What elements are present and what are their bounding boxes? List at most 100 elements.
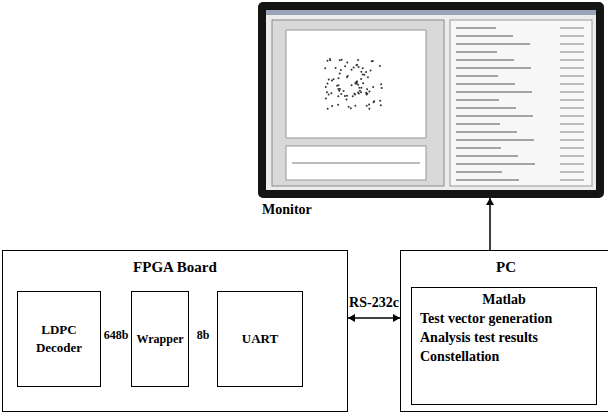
constellation-dot (325, 86, 327, 88)
list-rows (456, 28, 584, 180)
board-box: FPGA BoardLDPC DecoderWrapperUART (2, 250, 348, 412)
constellation-dot (368, 104, 370, 106)
decoder-box: LDPC Decoder (17, 291, 101, 387)
list-row (456, 51, 497, 53)
constellation-dot (324, 67, 326, 69)
constellation-dot (337, 104, 339, 106)
constellation-dot (353, 93, 355, 95)
list-row (456, 67, 531, 69)
constellation-dot (339, 73, 341, 75)
constellation-dot (380, 83, 382, 85)
constellation-dot (372, 86, 374, 88)
constellation-dot (326, 91, 328, 93)
constellation-dot (339, 59, 341, 61)
list-row (456, 27, 496, 29)
arrow-head (348, 314, 355, 322)
constellation-dot (344, 65, 346, 67)
list-row (456, 83, 515, 85)
constellation-dot (336, 85, 338, 87)
constellation-dot (362, 67, 364, 69)
list-row (456, 115, 533, 117)
screen-ground (264, 8, 598, 192)
list-value (560, 155, 584, 157)
constellation-dot (326, 60, 328, 62)
list-row (456, 179, 519, 181)
list-panel (450, 20, 592, 186)
box-item: Test vector generation (420, 309, 588, 328)
uart-box: UART (217, 291, 303, 387)
constellation-dot (337, 95, 339, 97)
constellation-dot (340, 69, 342, 71)
arrow-head (393, 314, 400, 322)
list-value (560, 107, 584, 109)
list-value (560, 67, 584, 69)
list-row (456, 59, 514, 61)
list-row (456, 107, 516, 109)
constellation-dot (357, 84, 359, 86)
box-heading: Wrapper (136, 331, 183, 348)
list-value (560, 35, 584, 37)
constellation-dot (331, 105, 333, 107)
constellation-dot (335, 67, 337, 69)
constellation-dot (330, 92, 332, 94)
constellation-dot (338, 90, 340, 92)
constellation-dot (360, 78, 362, 80)
constellation-dot (355, 64, 357, 66)
box-heading: PC (401, 257, 608, 277)
list-row (456, 163, 535, 165)
constellation-dot (346, 61, 348, 63)
list-value (560, 163, 584, 165)
connector (489, 198, 491, 250)
connector (348, 317, 400, 319)
list-value (560, 131, 584, 133)
constellation-dot (352, 95, 354, 97)
constellation-dot (341, 59, 343, 61)
constellation-dot (357, 59, 359, 61)
list-value (560, 99, 584, 101)
list-value (560, 139, 584, 141)
box-heading: Matlab (420, 290, 588, 309)
box-heading: LDPC Decoder (21, 321, 97, 357)
constellation-dot (360, 91, 362, 93)
constellation-dot (351, 69, 353, 71)
signal-label: 648b (103, 328, 130, 342)
constellation-dot (358, 87, 360, 89)
constellation-dot (344, 95, 346, 97)
constellation-dot (368, 91, 370, 93)
constellation-dot (366, 88, 368, 90)
constellation-dot (333, 78, 335, 80)
list-row (456, 155, 518, 157)
constellation-dot (329, 58, 331, 60)
constellation-dot (354, 105, 356, 107)
list-value (560, 75, 584, 77)
constellation-dot (379, 100, 381, 102)
constellation-dot (328, 94, 330, 96)
constellation-dot (356, 80, 358, 82)
box-item: Constellation (420, 347, 588, 366)
list-row (456, 131, 517, 133)
list-value (560, 51, 584, 53)
constellation-dot (351, 84, 353, 86)
constellation-dot (346, 76, 348, 78)
constellation-dot (368, 108, 370, 110)
constellation-dot (331, 80, 333, 82)
constellation-dot (380, 104, 382, 106)
constellation-dots (324, 58, 382, 110)
list-row (456, 139, 534, 141)
list-value (560, 123, 584, 125)
constellation-dot (358, 66, 360, 68)
constellation-dot (327, 108, 329, 110)
constellation-dot (356, 82, 358, 84)
plot-trace (292, 163, 420, 164)
constellation-dot (326, 83, 328, 85)
monitor-frame: Monitor (258, 2, 604, 198)
arrow-head (486, 198, 494, 205)
constellation-dot (343, 90, 345, 92)
list-row (456, 43, 530, 45)
plot-window (272, 20, 444, 186)
constellation-dot (356, 64, 358, 66)
wrapper-box: Wrapper (131, 291, 189, 387)
list-value (560, 43, 584, 45)
constellation-dot (365, 71, 367, 73)
box-item: Analysis test results (420, 328, 588, 347)
